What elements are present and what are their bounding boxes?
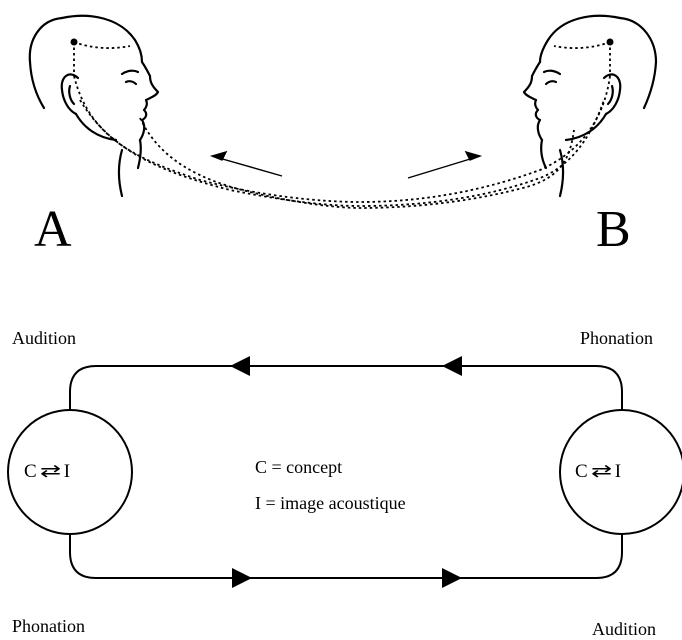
speech-path-dotted [73, 75, 611, 209]
legend-concept: C = concept [255, 457, 343, 477]
arrowhead-bottom-left [232, 568, 252, 588]
label-audition-top-left: Audition [12, 328, 77, 348]
head-b-icon [522, 14, 658, 198]
node-right-content: C⇄I [575, 462, 621, 481]
direction-arrow-a-to-b [209, 150, 283, 177]
label-phonation-bottom-left: Phonation [12, 616, 86, 636]
bidirectional-arrow-icon: ⇄ [39, 461, 61, 481]
head-a-icon [28, 14, 160, 198]
label-audition-bottom-right: Audition [592, 619, 657, 639]
circuit-loop [69, 365, 623, 579]
node-left-content: C⇄I [24, 462, 70, 481]
speaker-a-label: A [34, 201, 72, 258]
direction-arrow-b-to-a [407, 150, 483, 179]
node-right-i: I [614, 461, 622, 482]
legend-image-acoustique: I = image acoustique [255, 493, 406, 513]
node-right-c: C [575, 461, 588, 482]
arrowhead-bottom-right [442, 568, 462, 588]
speaker-b-label: B [596, 201, 631, 258]
label-phonation-top-right: Phonation [580, 328, 654, 348]
arrowhead-top-right [442, 356, 462, 376]
bidirectional-arrow-icon: ⇄ [590, 461, 612, 481]
arrowhead-top-left [230, 356, 250, 376]
node-right-circle [559, 409, 682, 535]
node-left-circle [7, 409, 133, 535]
node-left-c: C [24, 461, 37, 482]
node-left-i: I [63, 461, 71, 482]
